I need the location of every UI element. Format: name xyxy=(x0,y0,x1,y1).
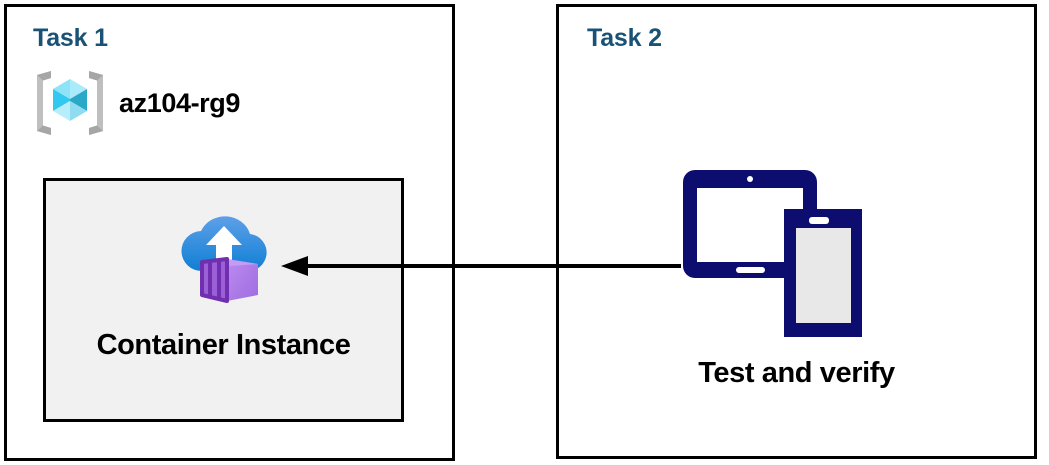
test-and-verify-caption: Test and verify xyxy=(698,357,895,389)
azure-container-instance-icon xyxy=(180,216,267,303)
task-1-label: Task 1 xyxy=(33,24,108,52)
task-1-panel: Task 1 xyxy=(4,4,455,461)
resource-group-name: az104-rg9 xyxy=(119,87,240,118)
task-2-panel: Task 2 Test and verify xyxy=(556,4,1037,459)
container-instance-caption: Container Instance xyxy=(96,329,351,361)
tablet-and-phone-icon xyxy=(683,170,862,337)
resource-group-row: az104-rg9 xyxy=(31,64,240,142)
azure-resource-group-icon xyxy=(37,71,103,135)
container-instance-box: Container Instance xyxy=(43,178,404,422)
task-2-label: Task 2 xyxy=(587,24,662,52)
